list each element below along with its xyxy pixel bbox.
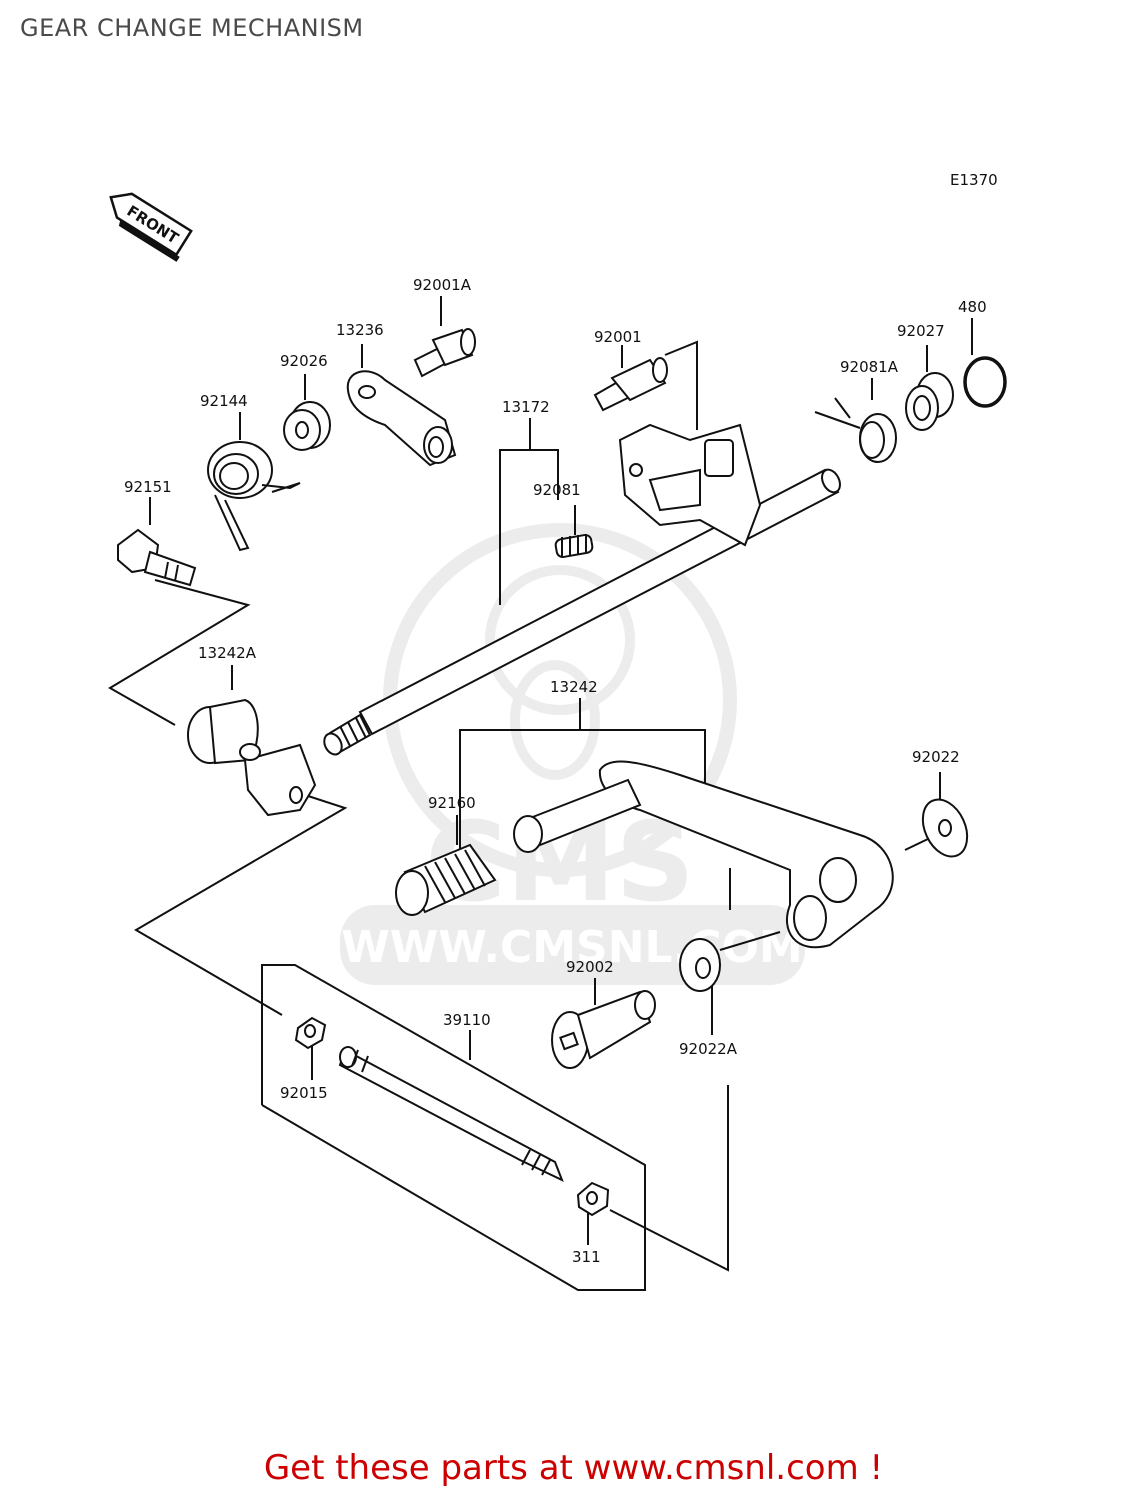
part-label-92001: 92001: [594, 328, 642, 346]
part-joint-13242A: [187, 698, 317, 817]
diagram-code: E1370: [950, 171, 998, 189]
part-nut-311: [576, 1181, 610, 1217]
part-washer-92026: [283, 401, 331, 451]
watermark: CMS WWW.CMSNL.COM: [340, 523, 805, 985]
part-label-92144: 92144: [200, 392, 248, 410]
part-label-311: 311: [572, 1248, 601, 1266]
part-bolt-92151: [117, 528, 197, 587]
part-bolt-92001A: [413, 328, 476, 378]
part-spring-92144: [207, 441, 301, 552]
front-arrow-icon: FRONT: [109, 192, 193, 262]
part-label-92022: 92022: [912, 748, 960, 766]
part-nut-92015: [294, 1016, 327, 1050]
part-label-92002: 92002: [566, 958, 614, 976]
leader-line: [134, 794, 348, 1016]
part-spring-92081A: [814, 397, 897, 463]
part-spring-92081: [554, 533, 594, 559]
part-bolt-92001: [593, 357, 668, 412]
part-washer-92022A: [679, 938, 721, 992]
page-title: GEAR CHANGE MECHANISM: [20, 14, 364, 42]
part-bolt-92002: [551, 990, 656, 1069]
part-rod-39110: [338, 1046, 564, 1182]
footer-link[interactable]: Get these parts at www.cmsnl.com !: [263, 1448, 884, 1488]
part-label-92001A: 92001A: [413, 276, 472, 294]
part-label-92081A: 92081A: [840, 358, 899, 376]
part-shift-arm: [618, 423, 762, 547]
part-pedal-13242: [513, 760, 894, 949]
part-label-39110: 39110: [443, 1011, 491, 1029]
part-label-92027: 92027: [897, 322, 945, 340]
part-label-13242A: 13242A: [198, 644, 257, 662]
part-shaft-13172: [323, 468, 841, 756]
part-label-13172: 13172: [502, 398, 550, 416]
part-washer-92022: [921, 798, 969, 858]
part-label-92151: 92151: [124, 478, 172, 496]
part-link-13236: [346, 370, 457, 467]
leader-line: [108, 579, 251, 726]
part-label-92081: 92081: [533, 481, 581, 499]
part-label-13236: 13236: [336, 321, 384, 339]
part-label-480: 480: [958, 298, 987, 316]
part-rubber-92160: [395, 843, 497, 916]
part-label-92026: 92026: [280, 352, 328, 370]
part-label-92015: 92015: [280, 1084, 328, 1102]
part-label-92022A: 92022A: [679, 1040, 738, 1058]
part-circlip-480: [963, 356, 1007, 408]
part-labels: 92001A 13236 92026 92144 92151 13242A 92…: [124, 276, 987, 1266]
part-label-92160: 92160: [428, 794, 476, 812]
part-collar-92027: [905, 372, 954, 431]
part-label-13242: 13242: [550, 678, 598, 696]
